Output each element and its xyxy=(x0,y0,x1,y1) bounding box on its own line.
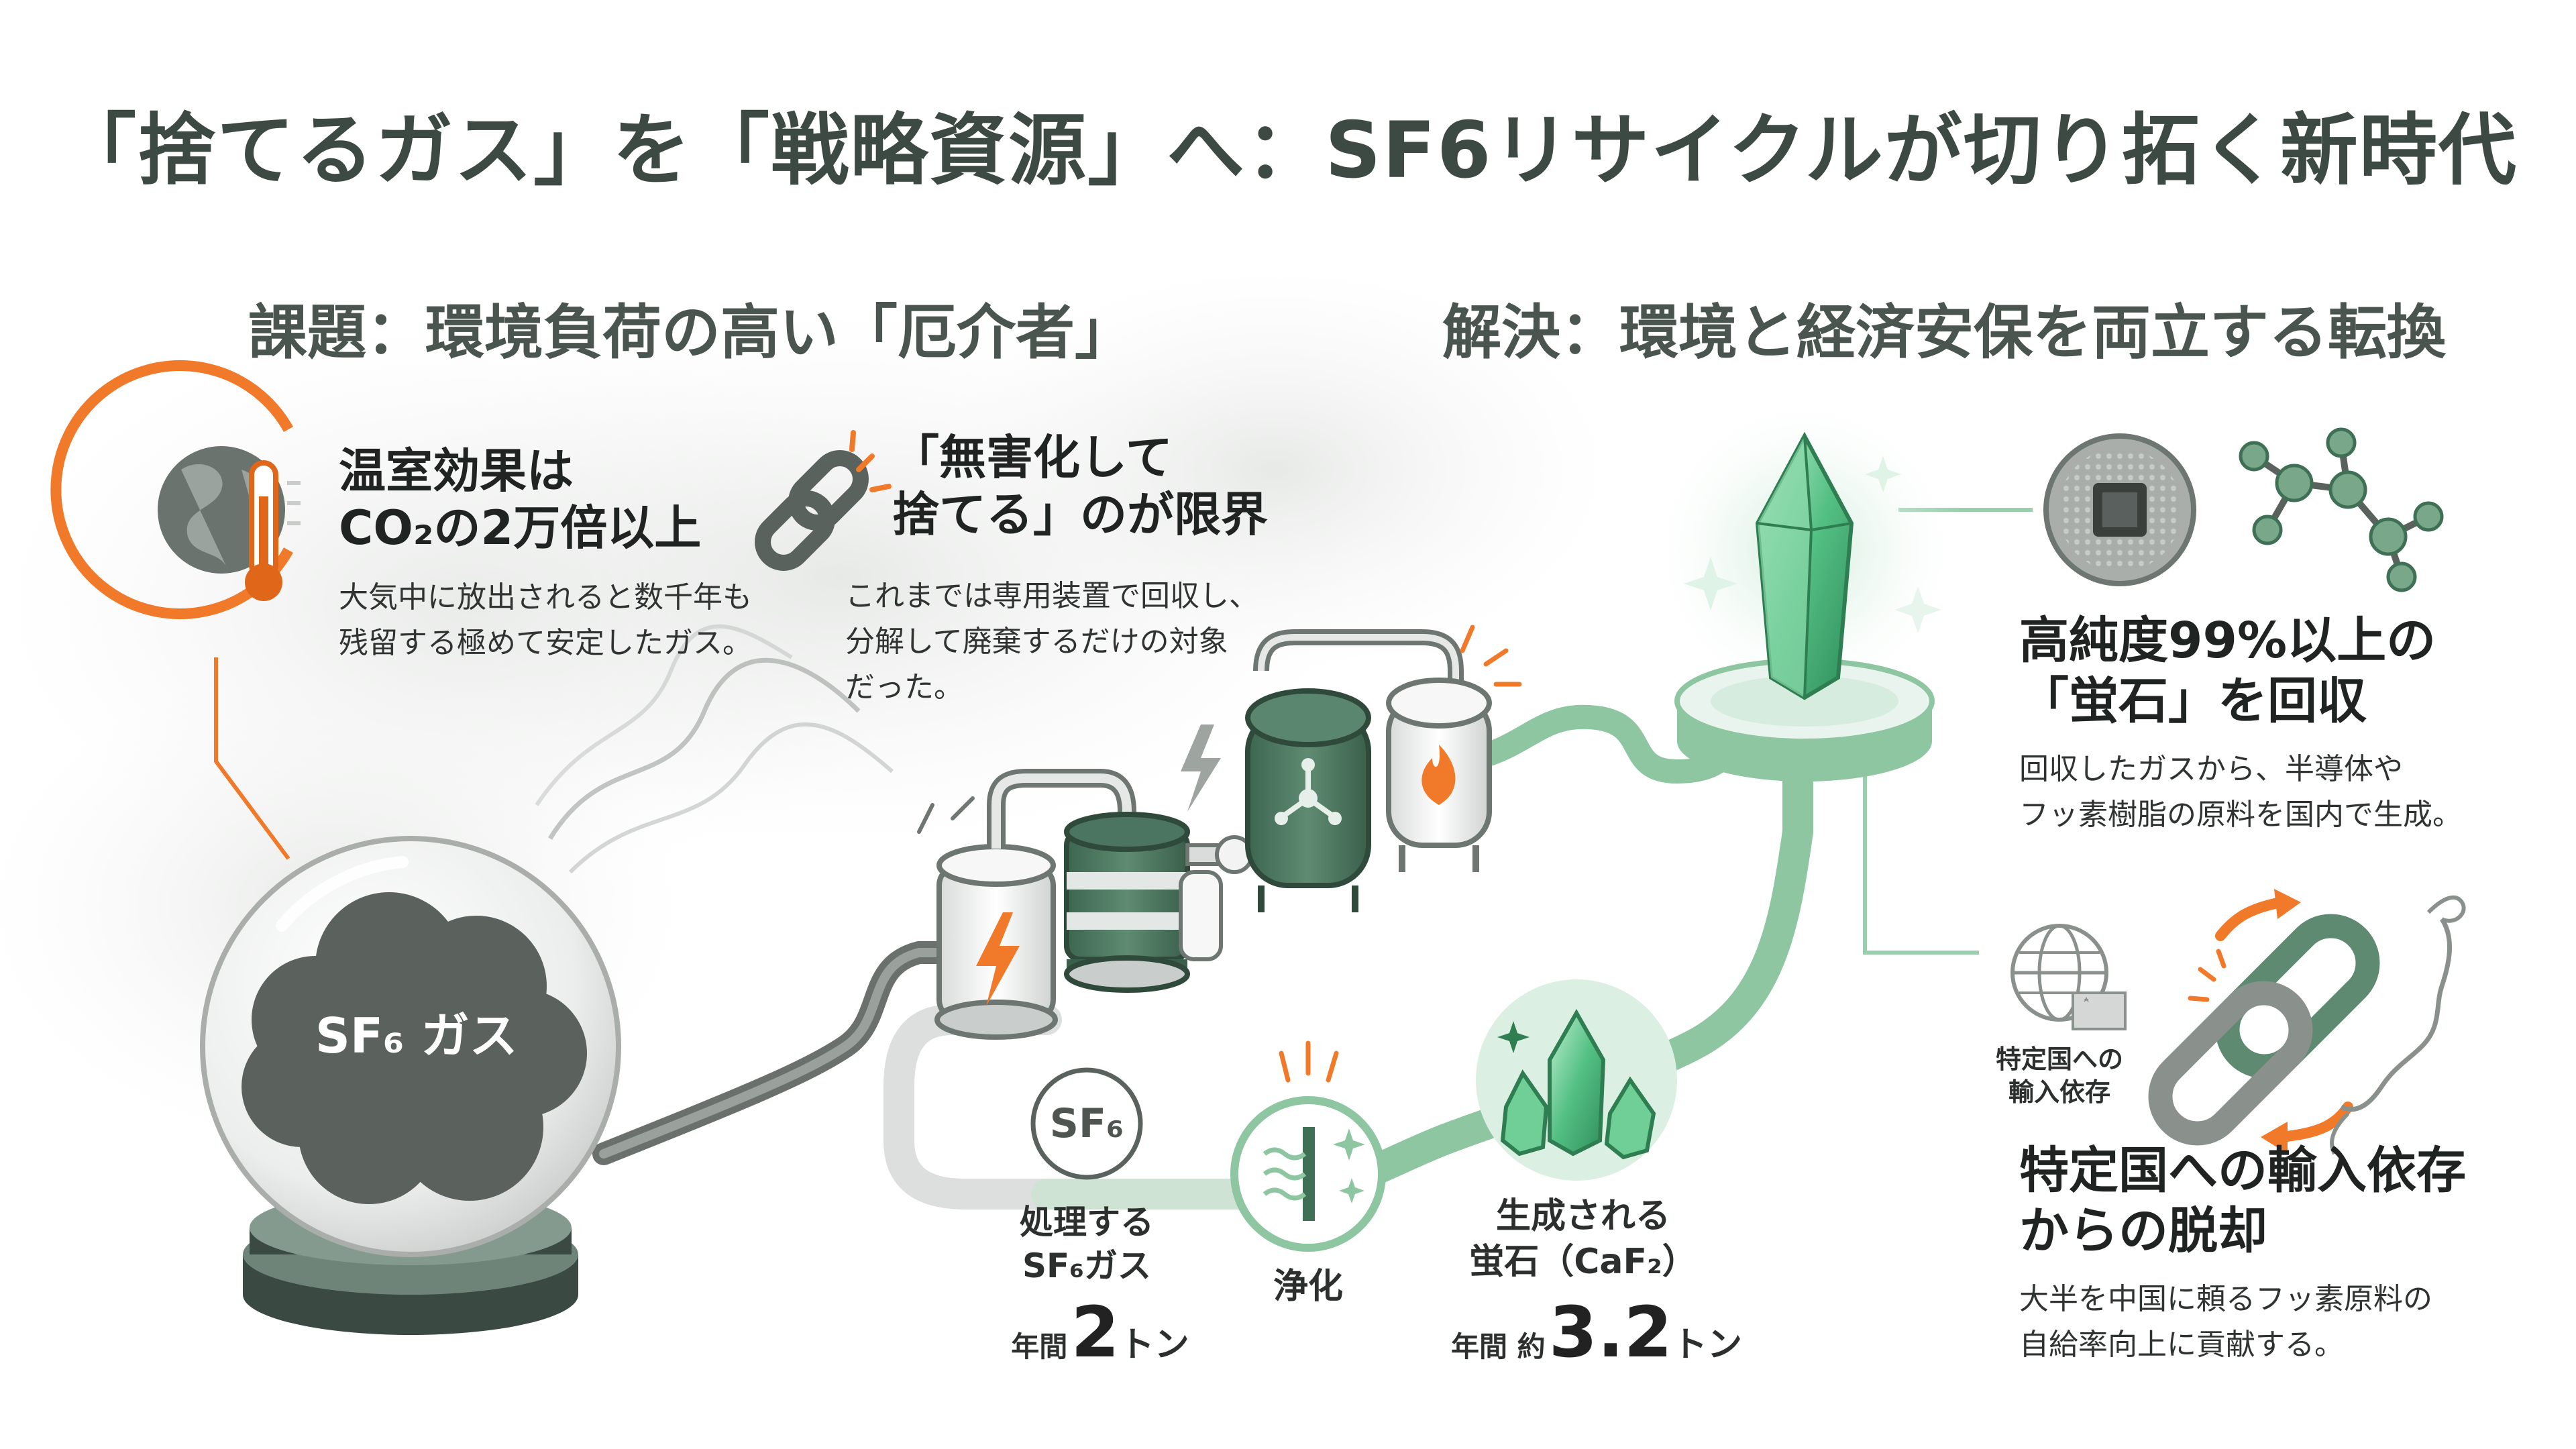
sf6-badge-ring xyxy=(1030,1067,1143,1180)
input-label-line2: SF₆ガス xyxy=(1022,1246,1152,1285)
problem-point-disposal: 「無害化して 捨てる」のが限界 xyxy=(892,429,1268,544)
independence-heading-line2: からの脱却 xyxy=(2019,1202,2267,1260)
import-dependency-label-line1: 特定国への xyxy=(1995,1044,2123,1074)
broken-link-icon xyxy=(755,430,892,571)
input-amount: 年間 2トン xyxy=(959,1291,1241,1373)
tank-absorber xyxy=(1064,812,1190,993)
independence-heading-line1: 特定国への輸入依存 xyxy=(2019,1142,2466,1199)
crystal-pedestal xyxy=(1674,658,1935,782)
output-amount-prefix: 年間 約 xyxy=(1451,1330,1546,1363)
fluorite-body-line1: 回収したガスから、半導体や xyxy=(2019,751,2403,786)
output-label-line1: 生成される xyxy=(1495,1196,1670,1236)
output-label: 生成される 蛍石（CaF₂） xyxy=(1442,1194,1724,1285)
globe-thermometer-icon xyxy=(50,360,301,619)
input-amount-unit: トン xyxy=(1119,1325,1189,1365)
fluorite-cluster-icon xyxy=(1476,979,1677,1181)
disposal-body-line3: だった。 xyxy=(845,670,963,705)
output-amount: 年間 約 3.2トン xyxy=(1409,1291,1784,1373)
purify-icon xyxy=(1230,1040,1386,1252)
input-label: 処理する SF₆ガス xyxy=(966,1201,1208,1288)
output-amount-unit: トン xyxy=(1672,1325,1742,1365)
greenhouse-heading-line2: CO₂の2万倍以上 xyxy=(339,500,702,556)
flag-icon xyxy=(2072,991,2127,1030)
input-amount-prefix: 年間 xyxy=(1011,1330,1068,1363)
sf6-badge-label: SF₆ xyxy=(1049,1100,1124,1147)
tank-reactor xyxy=(1181,629,1464,912)
independence-body-line1: 大半を中国に頼るフッ素原料の xyxy=(2019,1281,2432,1316)
import-dependency-label-line2: 輸入依存 xyxy=(2008,1077,2110,1108)
fluorite-body-line2: フッ素樹脂の原料を国内で生成。 xyxy=(2019,797,2462,832)
purify-label: 浄化 xyxy=(1273,1267,1343,1307)
greenhouse-body-line2: 残留する極めて安定したガス。 xyxy=(339,625,752,660)
callout-line xyxy=(214,657,290,860)
filter-unit xyxy=(1179,835,1254,961)
disposal-body-line1: これまでは専用装置で回収し、 xyxy=(845,579,1258,613)
broken-chain-icon xyxy=(2148,889,2380,1154)
page-title: 「捨てるガス」を「戦略資源」へ：SF6リサイクルが切り拓く新時代 xyxy=(58,105,2518,196)
independence-body-line2: 自給率向上に貢献する。 xyxy=(2019,1327,2344,1362)
import-dependency-label: 特定国への 輸入依存 xyxy=(1972,1043,2147,1110)
output-amount-value: 3.2 xyxy=(1548,1291,1672,1373)
greenhouse-body-line1: 大気中に放出されると数千年も xyxy=(339,580,752,614)
solution-point-fluorite: 高純度99%以上の 「蛍石」を回収 回収したガスから、半導体や フッ素樹脂の原料… xyxy=(2019,610,2462,838)
sf6-glass-sphere xyxy=(200,836,621,1335)
solution-heading: 解決：環境と経済安保を両立する転換 xyxy=(1442,298,2447,367)
solution-point-independence: 特定国への輸入依存 からの脱却 大半を中国に頼るフッ素原料の 自給率向上に貢献す… xyxy=(2019,1140,2466,1368)
disposal-heading-line2: 捨てる」のが限界 xyxy=(892,487,1268,543)
input-label-line1: 処理する xyxy=(1020,1203,1154,1242)
molecule-icon xyxy=(2239,427,2444,592)
japan-map-icon xyxy=(2330,895,2466,1155)
disposal-heading-line1: 「無害化して xyxy=(892,430,1173,485)
fluorite-heading-line1: 高純度99%以上の xyxy=(2019,612,2436,669)
disposal-body: これまでは専用装置で回収し、 分解して廃棄するだけの対象 だった。 xyxy=(845,574,1258,711)
connector-line xyxy=(1863,745,1979,955)
problem-heading: 課題：環境負荷の高い「厄介者」 xyxy=(248,298,1134,367)
greenhouse-heading-line1: 温室効果は xyxy=(339,443,574,498)
sphere-label: SF₆ ガス xyxy=(315,1008,518,1064)
tank-decomposer xyxy=(917,769,1136,1040)
tank-furnace xyxy=(1386,625,1522,872)
semiconductor-wafer-icon xyxy=(2043,433,2196,586)
output-label-line2: 蛍石（CaF₂） xyxy=(1469,1241,1697,1282)
crystal-icon xyxy=(1684,431,1941,700)
input-amount-value: 2 xyxy=(1071,1291,1120,1373)
fluorite-heading-line2: 「蛍石」を回収 xyxy=(2019,672,2367,731)
problem-point-greenhouse: 温室効果は CO₂の2万倍以上 大気中に放出されると数千年も 残留する極めて安定… xyxy=(339,443,752,666)
disposal-body-line2: 分解して廃棄するだけの対象 xyxy=(845,625,1228,659)
